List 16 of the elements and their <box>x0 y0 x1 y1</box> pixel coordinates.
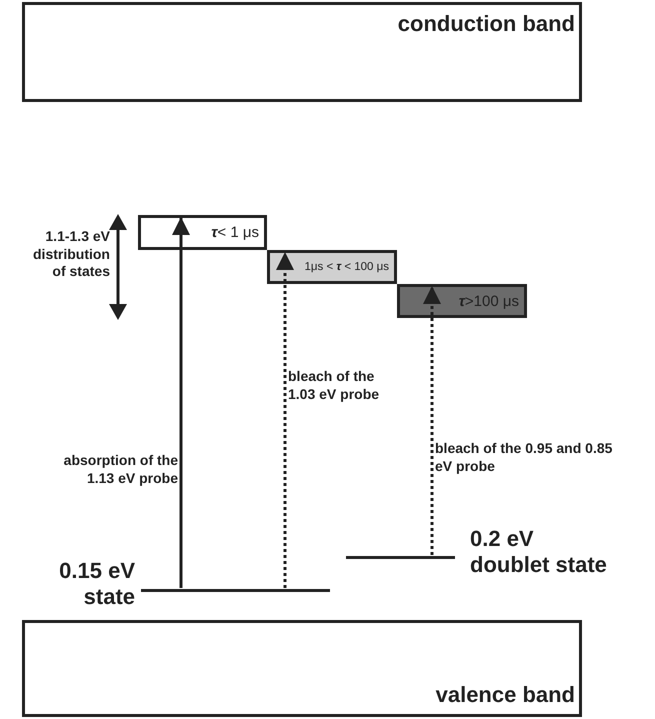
dotted-arrow <box>423 286 441 555</box>
dotted-arrow <box>276 252 294 588</box>
lifetime-label: τ>100 μs <box>458 292 519 310</box>
energy-band-box <box>22 620 582 717</box>
trap-state-box <box>138 215 267 250</box>
band-label: conduction band <box>398 11 575 37</box>
energy-band-box <box>22 2 582 102</box>
trap-state-box <box>267 250 397 284</box>
lifetime-label: τ< 1 μs <box>211 224 259 241</box>
energy-level-label: 0.15 eV state <box>58 558 135 611</box>
band-label: valence band <box>436 682 575 708</box>
energy-range-label: 1.1-1.3 eV distribution of states <box>32 228 110 280</box>
arrow <box>172 217 190 588</box>
trap-state-box <box>397 284 527 318</box>
lifetime-label: 1μs < τ < 100 μs <box>304 261 389 273</box>
energy-level-label: 0.2 eV doublet state <box>470 526 608 579</box>
